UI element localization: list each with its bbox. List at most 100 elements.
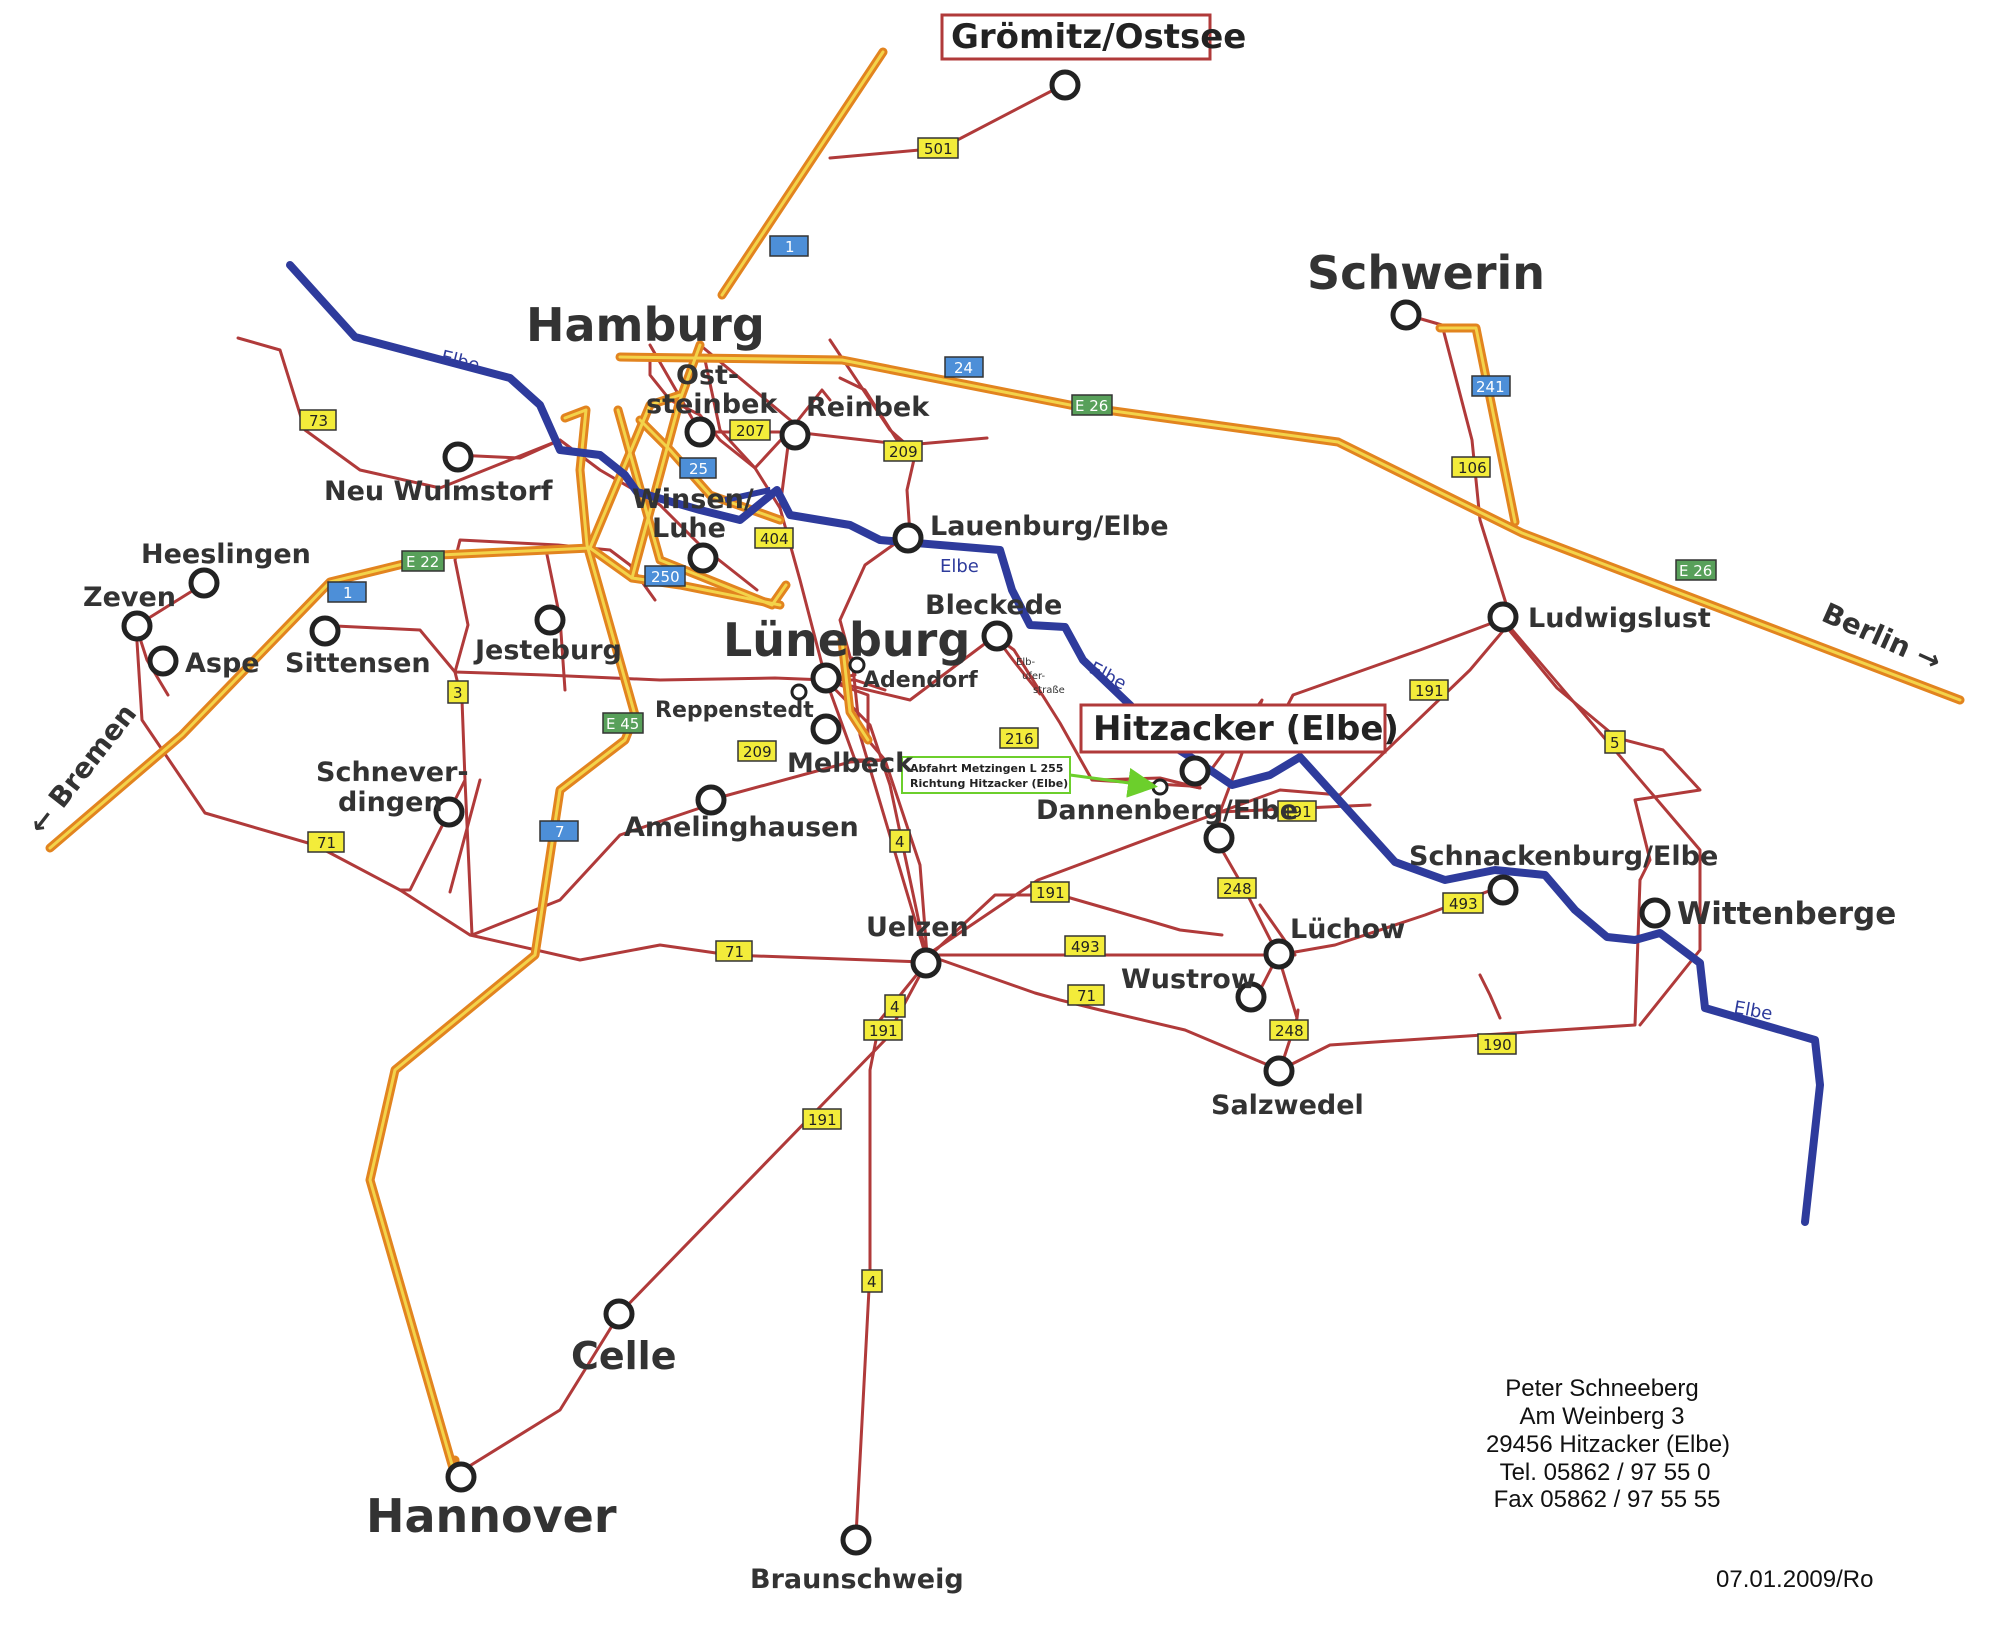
marker-neu-wulmstorf [442,441,474,473]
road-shields: 501 1 24 E 26 241 106 E 26 73 207 25 209… [299,137,1717,1293]
marker-metzingen [1151,778,1169,796]
elbuferstrasse-label: Elb- ufer- straße [1016,657,1065,696]
label-melbeck: Melbeck [787,748,914,779]
svg-text:73: 73 [309,412,328,430]
label-uelzen: Uelzen [866,912,969,943]
shield-a250: 250 [644,565,686,587]
label-lauenburg: Lauenburg/Elbe [930,511,1169,542]
label-aspe: Aspe [185,648,260,679]
svg-text:216: 216 [1005,730,1034,748]
svg-text:493: 493 [1071,938,1100,956]
shield-209-top: 209 [883,440,923,462]
svg-text:250: 250 [651,568,680,586]
shield-e26-a: E 26 [1071,394,1113,416]
marker-schwerin [1390,299,1422,331]
shield-209-mid: 209 [737,740,777,762]
callout-line-1: Abfahrt Metzingen L 255 [910,762,1063,775]
label-heeslingen: Heeslingen [141,539,311,570]
label-schwerin: Schwerin [1307,246,1545,300]
label-winsen-1: Winsen/ [632,484,754,515]
svg-text:248: 248 [1223,880,1252,898]
svg-text:straße: straße [1033,685,1065,696]
marker-celle [603,1298,635,1330]
marker-wustrow [1235,981,1267,1013]
svg-text:71: 71 [725,943,744,961]
marker-winsen [687,542,719,574]
svg-text:1: 1 [785,238,795,256]
label-wittenberge: Wittenberge [1677,896,1896,932]
svg-text:4: 4 [867,1273,877,1291]
marker-lauenburg [892,522,924,554]
shield-207: 207 [729,419,771,441]
label-winsen-2: Luhe [652,513,726,544]
label-jesteburg: Jesteburg [473,635,622,666]
svg-text:1: 1 [343,584,353,602]
elbe-arm [724,487,771,503]
shield-4-c: 4 [861,1269,883,1293]
label-celle: Celle [571,1334,676,1378]
label-gromitz: Grömitz/Ostsee [951,17,1246,57]
label-braunschweig: Braunschweig [750,1564,964,1595]
marker-uelzen [910,947,942,979]
svg-text:207: 207 [736,422,765,440]
shield-191-c: 191 [1030,881,1070,903]
svg-text:71: 71 [1077,987,1096,1005]
svg-text:5: 5 [1610,734,1620,752]
svg-text:E 22: E 22 [406,553,439,571]
shield-191-a: 191 [1409,679,1449,701]
label-schneverdingen-1: Schnever- [316,757,469,788]
marker-aspe [147,645,179,677]
address-name: Peter Schneeberg [1505,1375,1698,1402]
svg-text:501: 501 [924,140,953,158]
svg-text:E 45: E 45 [606,715,639,733]
shield-a1-left: 1 [327,581,367,603]
shield-e22: E 22 [401,550,445,572]
callout-arrow [1069,767,1158,798]
shield-3: 3 [447,680,469,704]
marker-melbeck [810,713,842,745]
label-hannover: Hannover [366,1489,617,1543]
marker-wittenberge [1639,897,1671,929]
marker-ludwigslust [1487,601,1519,633]
address-tel: Tel. 05862 / 97 55 0 [1500,1459,1711,1486]
address-street: Am Weinberg 3 [1520,1403,1685,1430]
marker-zeven [121,610,153,642]
marker-hitzacker [1179,755,1211,787]
marker-gromitz [1049,69,1081,101]
marker-oststeinbek [684,416,716,448]
svg-text:241: 241 [1476,378,1505,396]
svg-text:191: 191 [1036,884,1065,902]
gromitz-box [940,13,1212,61]
shield-e26-b: E 26 [1675,559,1717,581]
shield-73: 73 [299,409,337,431]
label-dannenberg: Dannenberg/Elbe [1036,795,1298,826]
label-reinbek: Reinbek [806,392,930,423]
svg-text:4: 4 [895,833,905,851]
marker-sittensen [309,615,341,647]
shield-a7: 7 [539,820,579,842]
svg-text:209: 209 [889,443,918,461]
marker-jesteburg [534,604,566,636]
marker-luchow [1263,938,1295,970]
marker-luneburg [810,662,842,694]
shield-404: 404 [754,527,794,549]
shield-4-a: 4 [889,829,911,853]
marker-bleckede [981,620,1013,652]
svg-text:4: 4 [890,998,900,1016]
shield-106: 106 [1451,456,1491,478]
svg-text:106: 106 [1458,459,1487,477]
shield-5: 5 [1604,730,1626,754]
shield-190: 190 [1477,1033,1517,1055]
callout-line-2: Richtung Hitzacker (Elbe) [910,777,1068,790]
svg-text:3: 3 [453,684,463,702]
shield-248-a: 248 [1217,877,1257,899]
marker-hannover [445,1461,477,1493]
svg-text:404: 404 [760,530,789,548]
marker-heeslingen [188,567,220,599]
shield-71-b: 71 [715,940,753,962]
shield-191-d: 191 [863,1019,903,1041]
label-amelinghausen: Amelinghausen [624,812,859,843]
svg-text:25: 25 [689,460,708,478]
label-reppenstedt: Reppenstedt [655,698,814,723]
svg-text:191: 191 [869,1022,898,1040]
